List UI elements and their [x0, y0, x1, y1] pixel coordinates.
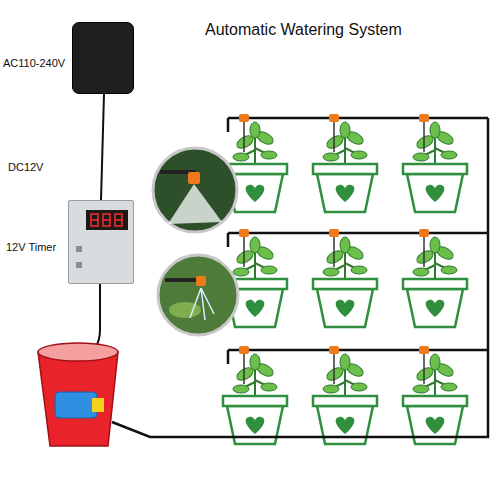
dripper — [329, 114, 339, 152]
water-drops — [190, 288, 214, 320]
node-label: 12V Timer — [6, 241, 56, 254]
inset-dripper — [196, 276, 206, 286]
power-cable — [101, 94, 104, 200]
bucket-rim — [38, 343, 118, 361]
dripper — [329, 229, 339, 267]
dripper — [239, 346, 249, 384]
pump-outlet — [92, 398, 104, 412]
water-pump — [55, 392, 97, 418]
dripper — [239, 229, 249, 267]
dripper — [329, 346, 339, 384]
plant-pot — [313, 122, 377, 212]
power-adapter: AC110-240V — [72, 22, 134, 94]
mist-inset — [153, 148, 237, 232]
plant-pot — [313, 354, 377, 444]
plant-pot — [403, 354, 467, 444]
dripper — [419, 229, 429, 267]
plant-pot — [403, 237, 467, 327]
inset-leaf — [169, 302, 201, 318]
plant-pot — [403, 122, 467, 212]
dripper — [239, 114, 249, 152]
diagram-title: Automatic Watering System — [205, 21, 402, 39]
node-label: AC110-240V — [3, 57, 65, 70]
dripper — [419, 346, 429, 384]
water-pipe — [112, 118, 488, 437]
inset-pipe — [165, 278, 200, 282]
water-bucket — [38, 352, 118, 446]
water-mist — [168, 184, 222, 224]
plant-pot — [313, 237, 377, 327]
cable-label: DC12V — [8, 161, 43, 173]
plant-pot — [223, 354, 287, 444]
drip-inset — [158, 255, 238, 335]
dripper — [419, 114, 429, 152]
timer-box: 12V Timer — [68, 200, 134, 284]
inset-nozzle — [188, 172, 200, 184]
